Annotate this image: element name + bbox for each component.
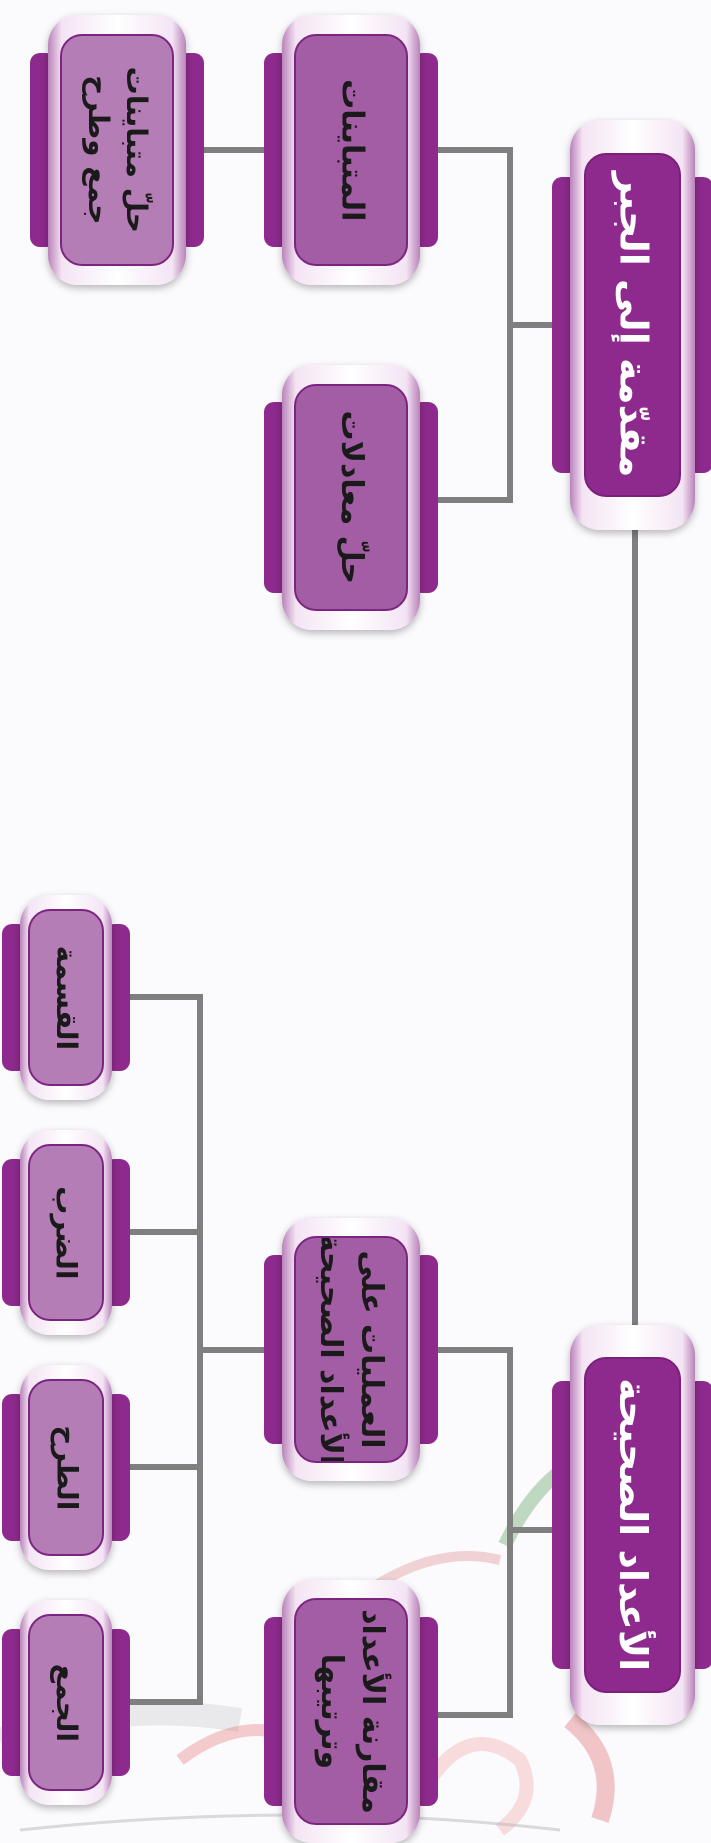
node-division: القسمة <box>2 895 130 1100</box>
node-inner: حلّ معادلات <box>294 383 408 612</box>
node-inner: الجمع <box>28 1614 104 1791</box>
node-inner: القسمة <box>28 909 104 1086</box>
node-card: الضرب <box>20 1130 112 1335</box>
node-card: الأعداد الصحيحة <box>570 1325 695 1725</box>
node-intro-algebra: مقدّمة إلى الجبر <box>552 120 711 530</box>
node-inner: المتباينات <box>294 33 408 267</box>
node-label: مقدّمة إلى الجبر <box>611 172 656 478</box>
node-card: المتباينات <box>282 15 420 285</box>
node-inner: الطرح <box>28 1379 104 1556</box>
node-card: الطرح <box>20 1365 112 1570</box>
node-card: الجمع <box>20 1600 112 1805</box>
node-solve-equations: حلّ معادلات <box>264 365 438 630</box>
node-label: الضرب <box>49 1185 83 1280</box>
node-label: حلّ معادلات <box>334 410 370 585</box>
node-card: مقدّمة إلى الجبر <box>570 120 695 530</box>
node-inner: الضرب <box>28 1144 104 1321</box>
node-inner: مقدّمة إلى الجبر <box>583 152 682 498</box>
node-inequalities: المتباينات <box>264 15 438 285</box>
node-subtraction: الطرح <box>2 1365 130 1570</box>
node-card: القسمة <box>20 895 112 1100</box>
node-integers: الأعداد الصحيحة <box>552 1325 711 1725</box>
node-card: حلّ معادلات <box>282 365 420 630</box>
node-multiplication: الضرب <box>2 1130 130 1335</box>
node-label: المتباينات <box>334 78 370 222</box>
node-label: الأعداد الصحيحة <box>611 1378 656 1672</box>
node-inner: الأعداد الصحيحة <box>583 1357 682 1693</box>
node-label: الجمع <box>49 1663 83 1742</box>
node-addition: الجمع <box>2 1600 130 1805</box>
node-label: القسمة <box>49 945 83 1050</box>
node-label: الطرح <box>49 1425 83 1510</box>
